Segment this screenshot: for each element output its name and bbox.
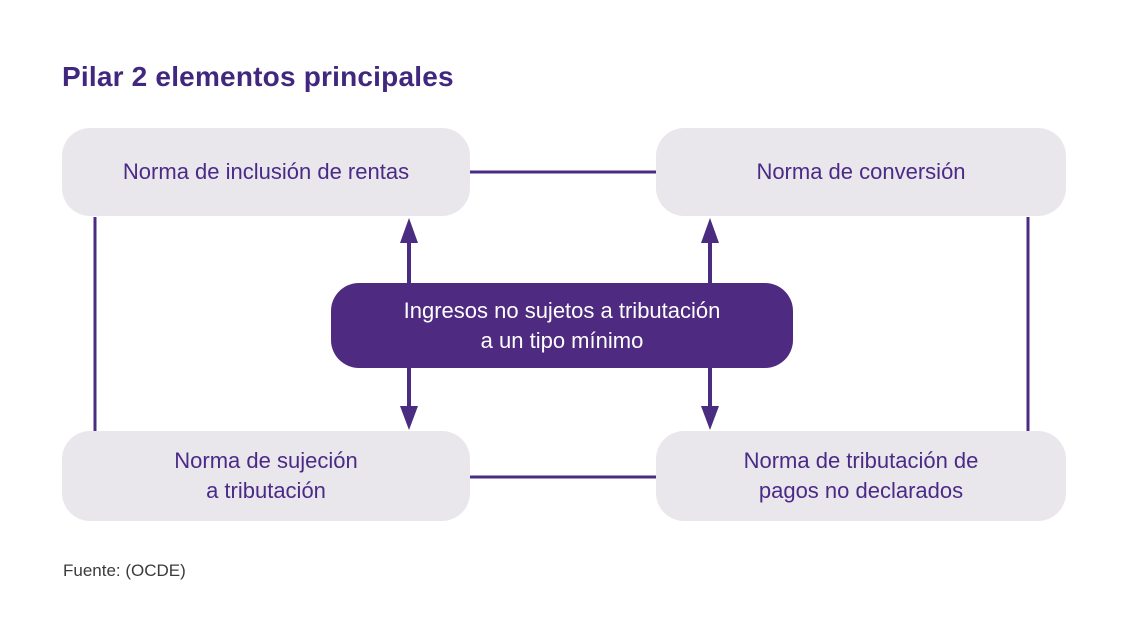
- arrow-up-right-icon: [701, 218, 719, 243]
- node-norma-inclusion-rentas: Norma de inclusión de rentas: [62, 128, 470, 216]
- page-title: Pilar 2 elementos principales: [62, 60, 454, 92]
- node-ingresos-no-sujetos: Ingresos no sujetos a tributación a un t…: [331, 283, 793, 368]
- node-norma-conversion: Norma de conversión: [656, 128, 1066, 216]
- node-label-line: pagos no declarados: [758, 478, 964, 503]
- node-label-line: Norma de sujeción: [174, 448, 358, 473]
- arrow-down-left-icon: [400, 406, 418, 430]
- node-label-line: a tributación: [206, 478, 326, 503]
- node-label-line: Norma de conversión: [756, 159, 966, 184]
- node-label-line: a un tipo mínimo: [480, 327, 644, 353]
- node-label-line: Norma de inclusión de rentas: [122, 159, 410, 184]
- arrow-down-right-icon: [701, 406, 719, 430]
- node-label-line: Ingresos no sujetos a tributación: [403, 297, 721, 323]
- node-label-line: Norma de tributación de: [743, 448, 979, 473]
- source-note: Fuente: (OCDE): [63, 561, 186, 580]
- arrow-up-left-icon: [400, 218, 418, 243]
- node-norma-tributacion-pagos: Norma de tributación de pagos no declara…: [656, 431, 1066, 521]
- node-norma-sujecion-tributacion: Norma de sujeción a tributación: [62, 431, 470, 521]
